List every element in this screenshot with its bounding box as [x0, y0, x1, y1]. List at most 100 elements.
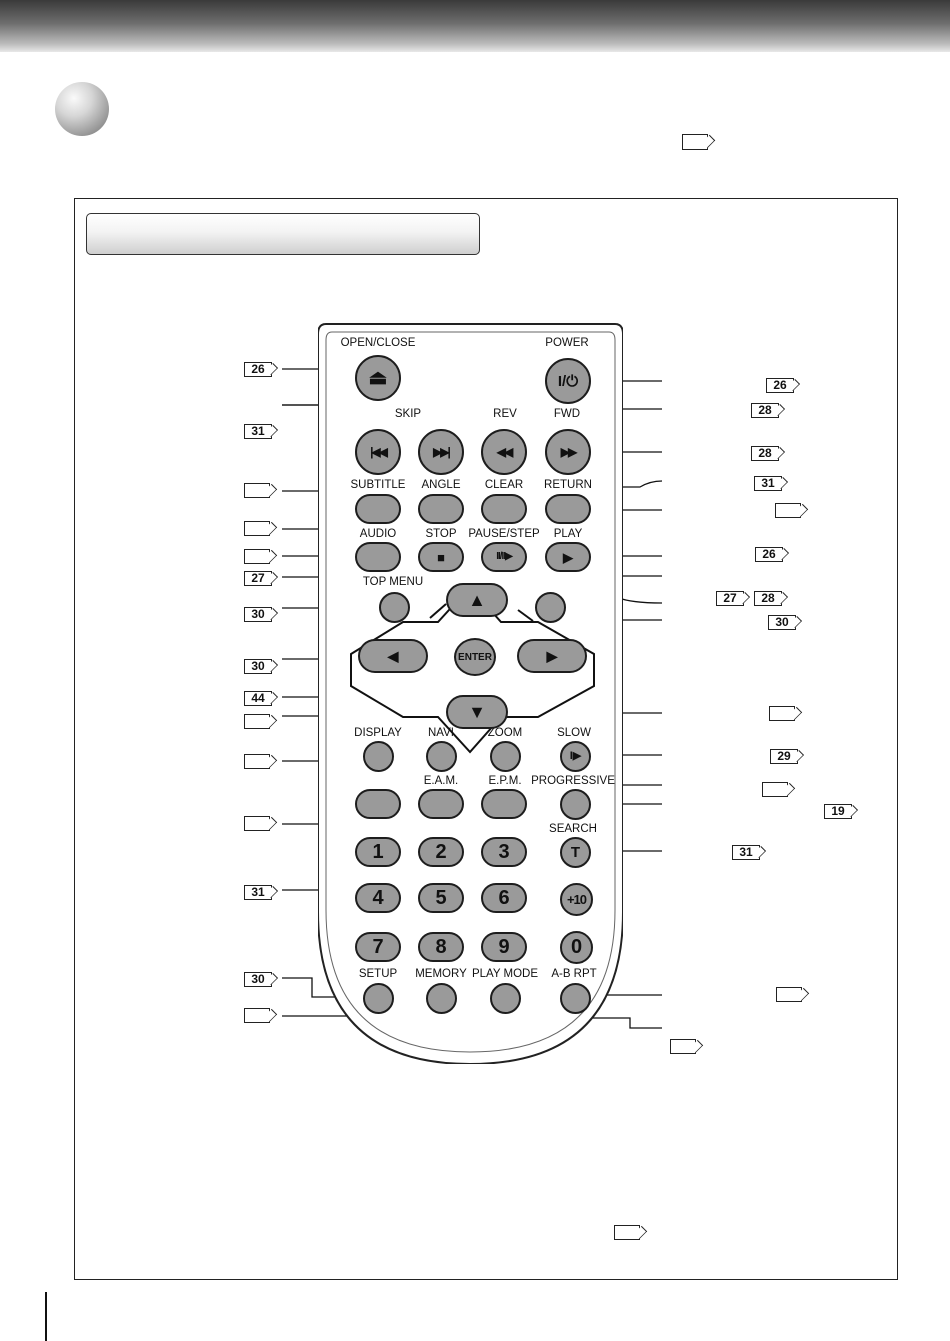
page-ref-skip: 31 [244, 424, 272, 439]
page-margin-rule [45, 1292, 47, 1341]
eam-button[interactable] [418, 789, 464, 819]
epm-button[interactable] [481, 789, 527, 819]
number-key-4[interactable]: 4 [355, 883, 401, 913]
number-key-label: 8 [435, 935, 447, 958]
top-menu-button[interactable] [379, 592, 410, 623]
number-key-0[interactable]: 0 [560, 931, 593, 964]
page-ref-number: 31 [244, 885, 272, 900]
pause-step-label: PAUSE/STEP [468, 528, 540, 540]
number-key-1[interactable]: 1 [355, 837, 401, 867]
top-menu-label: TOP MENU [362, 576, 424, 588]
zoom-label: ZOOM [487, 727, 523, 739]
number-key-label: +10 [566, 892, 587, 907]
page-ref-number: 19 [824, 804, 852, 819]
page-ref-clear: 31 [754, 476, 782, 491]
power-icon: I/⏻ [557, 372, 579, 390]
enter-button-label: ENTER [458, 651, 492, 663]
skip-label: SKIP [394, 408, 422, 420]
page-ref-top-menu: 30 [244, 607, 272, 622]
clear-button[interactable] [481, 494, 527, 524]
play-label: PLAY [553, 528, 583, 540]
section-tab [86, 213, 480, 255]
header-bar [0, 0, 950, 52]
skip-back-button[interactable]: |◀◀ [355, 429, 401, 475]
display-button[interactable] [363, 741, 394, 772]
return-label: RETURN [544, 479, 592, 491]
number-key-label: 2 [435, 840, 447, 863]
page-ref-number: 31 [754, 476, 782, 491]
play-mode-label: PLAY MODE [471, 968, 539, 980]
subtitle-button[interactable] [355, 494, 401, 524]
slow-button[interactable]: I▶ [560, 741, 591, 772]
number-key-label: 1 [372, 840, 384, 863]
open-close-label: OPEN/CLOSE [340, 337, 416, 349]
skip-forward-button[interactable]: ▶▶| [418, 429, 464, 475]
setup-button[interactable] [363, 983, 394, 1014]
cursor-up-button[interactable]: ▲ [446, 583, 508, 617]
arrow-left-icon: ◀ [387, 648, 399, 664]
page-ref-audio [244, 549, 270, 564]
page-ref-number: 30 [244, 972, 272, 987]
slow-icon: I▶ [569, 750, 582, 762]
audio-button[interactable] [355, 542, 401, 572]
page-reference-box [682, 134, 708, 150]
fwd-button[interactable]: ▶▶ [545, 429, 591, 475]
rev-button[interactable]: ◀◀ [481, 429, 527, 475]
slow-label: SLOW [557, 727, 591, 739]
page-ref-play-mode [670, 1039, 696, 1054]
power-button[interactable]: I/⏻ [545, 358, 591, 404]
page-ref-numbers: 31 [244, 885, 272, 900]
navi-button[interactable] [426, 741, 457, 772]
page-ref-footnote [614, 1225, 640, 1240]
skip-forward-icon: ▶▶| [433, 445, 451, 459]
number-key-6[interactable]: 6 [481, 883, 527, 913]
number-key-label: 9 [498, 935, 510, 958]
angle-button[interactable] [418, 494, 464, 524]
page-ref-epm [762, 782, 788, 797]
page-ref-menu: 30 [768, 615, 796, 630]
number-key-3[interactable]: 3 [481, 837, 527, 867]
number-key-label: 7 [372, 935, 384, 958]
play-mode-button[interactable] [490, 983, 521, 1014]
cursor-down-button[interactable]: ▼ [446, 695, 508, 729]
page-ref-number: 27 [716, 591, 744, 606]
memory-label: MEMORY [415, 968, 467, 980]
memory-button[interactable] [426, 983, 457, 1014]
play-button[interactable]: ▶ [545, 542, 591, 572]
page-ref-number: 26 [244, 362, 272, 377]
search-icon: T [570, 844, 581, 861]
number-key-label: 3 [498, 840, 510, 863]
cursor-right-button[interactable]: ▶ [517, 639, 587, 673]
number-key-7[interactable]: 7 [355, 932, 401, 962]
stop-button[interactable]: ■ [418, 542, 464, 572]
number-key-2[interactable]: 2 [418, 837, 464, 867]
search-label: SEARCH [549, 823, 597, 835]
page-ref-number: 26 [755, 547, 783, 562]
cursor-left-button[interactable]: ◀ [358, 639, 428, 673]
page-ref-cursor: 30 [244, 659, 272, 674]
page-ref-subtitle [244, 483, 270, 498]
zoom-button[interactable] [490, 741, 521, 772]
number-key-8[interactable]: 8 [418, 932, 464, 962]
page-ref-number: 29 [770, 749, 798, 764]
number-key-5[interactable]: 5 [418, 883, 464, 913]
return-button[interactable] [545, 494, 591, 524]
plus-ten-key[interactable]: +10 [560, 883, 593, 916]
menu-button[interactable] [535, 592, 566, 623]
open-close-button[interactable]: ⏏ [355, 355, 401, 401]
page-ref-angle [244, 521, 270, 536]
unlabeled-button[interactable] [355, 789, 401, 819]
ab-rpt-label: A-B RPT [551, 968, 597, 980]
search-button[interactable]: T [560, 837, 591, 868]
pause-step-button[interactable]: II/II▶ [481, 542, 527, 572]
angle-label: ANGLE [421, 479, 461, 491]
page-ref-number: 44 [244, 691, 272, 706]
play-icon: ▶ [563, 549, 573, 565]
number-key-9[interactable]: 9 [481, 932, 527, 962]
page-ref-number: 28 [751, 446, 779, 461]
progressive-button[interactable] [560, 789, 591, 820]
section-bullet-icon [55, 82, 109, 136]
page-ref-number: 30 [244, 659, 272, 674]
ab-repeat-button[interactable] [560, 983, 591, 1014]
enter-button[interactable]: ENTER [454, 638, 496, 676]
